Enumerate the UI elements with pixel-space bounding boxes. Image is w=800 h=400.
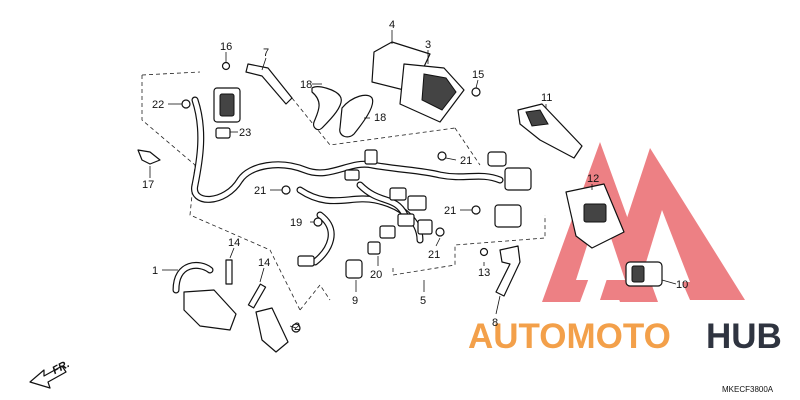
- callout-3: 3: [425, 39, 431, 51]
- part-11-group: [517, 103, 583, 159]
- harness-connector-c: [397, 213, 415, 227]
- bracket-8: [495, 245, 521, 297]
- leader-lines: [149, 30, 677, 329]
- callout-8: 8: [492, 317, 498, 329]
- harness-connector-g: [364, 149, 378, 165]
- diagram-code: MKECF3800A: [722, 385, 774, 394]
- callouts: 22 23 16 7 17 18 18 4 3 15 11 12 10 13 8…: [142, 19, 688, 333]
- coupler-connector-face: [219, 93, 235, 117]
- bolt-13: [479, 247, 489, 257]
- callout-15: 15: [472, 69, 484, 81]
- callout-14a: 14: [228, 237, 240, 249]
- front-direction-indicator: FR.: [29, 358, 72, 389]
- clip-21c: [471, 205, 481, 215]
- part-10-detail: [631, 265, 645, 283]
- callout-21b: 21: [460, 155, 472, 167]
- wire-harness: [191, 96, 532, 267]
- control-unit-3-connector-port: [421, 73, 457, 111]
- clip-19: [313, 217, 323, 227]
- ignition-coil-1: [183, 289, 237, 331]
- callout-1: 1: [152, 265, 158, 277]
- part-10-group: [625, 261, 663, 287]
- assembly-outline-left: [141, 71, 331, 311]
- harness-connector-d: [379, 225, 396, 239]
- callout-10: 10: [676, 279, 688, 291]
- watermark-brand-part1: AUTOMOTO: [468, 317, 671, 356]
- bolt-16: [221, 61, 231, 71]
- callout-16: 16: [220, 41, 232, 53]
- clip-21a: [281, 185, 291, 195]
- band-18a: [311, 86, 342, 131]
- part-12-group: [565, 183, 625, 249]
- band-18b: [339, 94, 374, 138]
- callout-5: 5: [420, 295, 426, 307]
- callout-4: 4: [389, 19, 395, 31]
- bolt-15: [471, 87, 481, 97]
- callout-23: 23: [239, 127, 251, 139]
- harness-connector-e: [417, 219, 433, 235]
- front-arrow-icon: [29, 365, 67, 389]
- plug-cap-2: [255, 307, 289, 353]
- clip-21b: [437, 151, 447, 161]
- callout-19: 19: [290, 217, 302, 229]
- callout-2: 2: [294, 321, 300, 333]
- control-unit-group: [371, 41, 481, 123]
- clamp-23: [215, 127, 231, 139]
- bracket-group-right: [479, 245, 521, 297]
- callout-20: 20: [370, 269, 382, 281]
- harness-connector-h: [297, 255, 315, 267]
- harness-connector-a: [389, 187, 407, 201]
- callout-13: 13: [478, 267, 490, 279]
- clip-21d: [435, 227, 445, 237]
- callout-18b: 18: [374, 112, 386, 124]
- clip-17: [137, 149, 161, 165]
- part-11-detail: [525, 109, 549, 127]
- callout-21a: 21: [254, 185, 266, 197]
- band-group: [311, 86, 374, 138]
- harness-connector-f: [344, 169, 360, 181]
- callout-7: 7: [263, 47, 269, 59]
- callout-14b: 14: [258, 257, 270, 269]
- clip-9: [345, 259, 363, 279]
- callout-22: 22: [152, 99, 164, 111]
- harness-connector-right-a: [487, 151, 507, 167]
- ignition-coil-group: [172, 259, 301, 353]
- harness-connector-right-b: [504, 167, 532, 191]
- bracket-7: [245, 63, 293, 105]
- harness-connector-right-c: [494, 204, 522, 228]
- left-connector-group: [137, 61, 293, 165]
- harness-connector-b: [407, 195, 427, 211]
- callout-18a: 18: [300, 79, 312, 91]
- bolt-14b: [247, 283, 267, 309]
- assembly-outline-top: [291, 97, 481, 166]
- clip-20: [367, 241, 381, 255]
- assembly-outline-center: [392, 215, 546, 276]
- clip-22: [181, 99, 191, 109]
- watermark-brand-part2: HUB: [706, 317, 782, 356]
- callout-11: 11: [541, 92, 552, 104]
- callout-21c: 21: [444, 205, 456, 217]
- part-12-detail: [583, 203, 607, 223]
- callout-9: 9: [352, 295, 358, 307]
- callout-17: 17: [142, 179, 154, 191]
- callout-12: 12: [587, 173, 599, 185]
- bolt-14a: [225, 259, 233, 285]
- front-direction-label: FR.: [50, 358, 71, 377]
- callout-21d: 21: [428, 249, 440, 261]
